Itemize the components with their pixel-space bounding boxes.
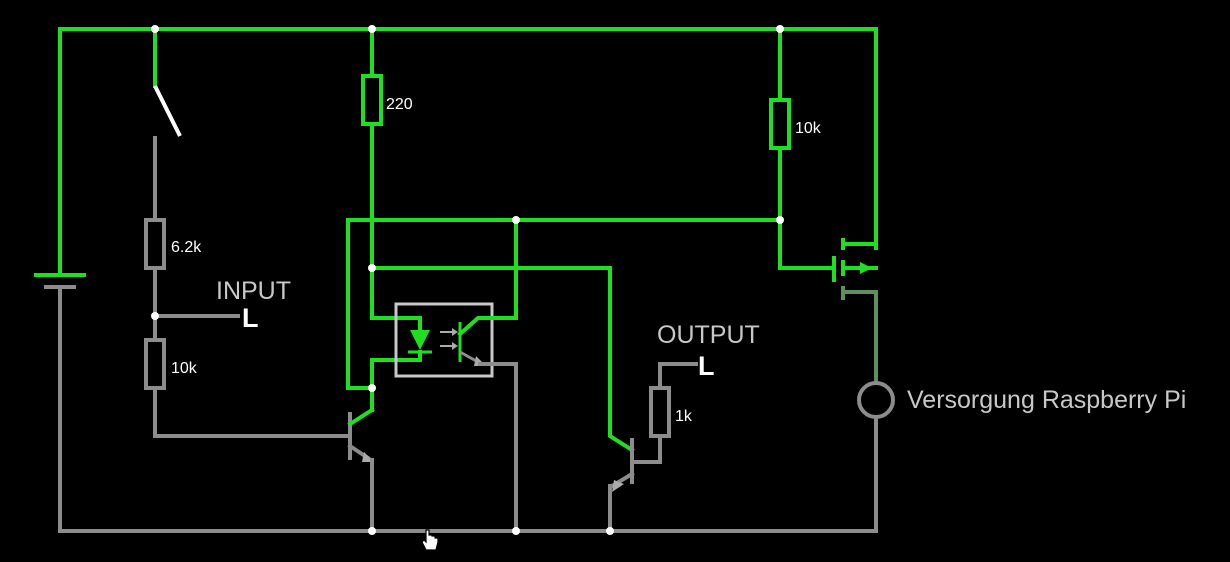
ground-rail	[58, 418, 878, 533]
resistor-1k[interactable]	[649, 386, 671, 438]
label-r-220: 220	[386, 96, 413, 113]
output-state: L	[698, 351, 715, 381]
output-branch	[370, 266, 692, 533]
resistor-220[interactable]	[361, 74, 383, 126]
input-transistor[interactable]	[347, 386, 375, 533]
input-divider	[144, 218, 352, 438]
led-branch	[361, 27, 422, 390]
junction-nodes	[151, 25, 784, 535]
label-r-10k-pullup: 10k	[795, 120, 822, 137]
battery	[34, 273, 86, 533]
resistor-10k-input[interactable]	[144, 338, 166, 390]
label-r-6k2: 6.2k	[171, 239, 202, 256]
mosfet-branch	[769, 27, 878, 382]
label-r-10k-input: 10k	[171, 360, 198, 377]
label-r-1k: 1k	[675, 408, 693, 425]
top-rail	[58, 27, 878, 277]
input-switch[interactable]	[153, 27, 182, 222]
input-title: INPUT	[216, 277, 291, 305]
supply-lamp[interactable]	[857, 381, 895, 419]
supply-label: Versorgung Raspberry Pi	[907, 386, 1186, 414]
led-icon	[410, 330, 430, 350]
input-state: L	[242, 303, 259, 333]
resistor-10k-pullup[interactable]	[769, 98, 791, 150]
resistor-6k2[interactable]	[144, 218, 166, 270]
output-title: OUTPUT	[657, 321, 760, 349]
hand-pointer-icon	[421, 529, 439, 551]
